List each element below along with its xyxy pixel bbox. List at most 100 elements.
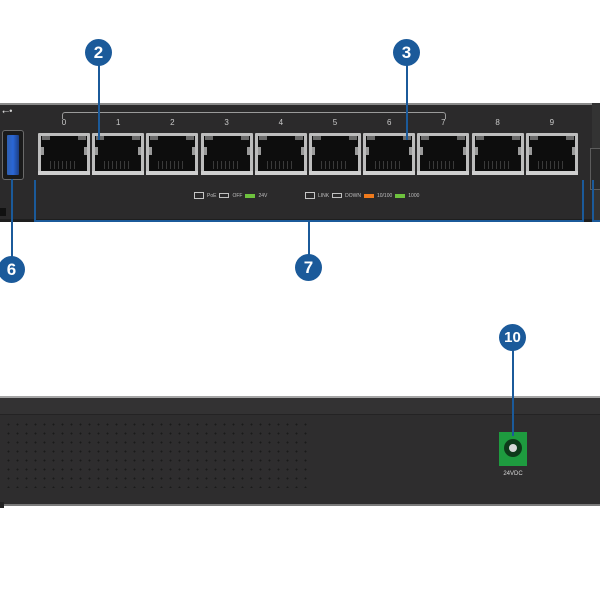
legend-swatch-off (219, 193, 230, 198)
port-latch-left (41, 147, 44, 155)
port-frame-bottom (200, 171, 253, 175)
callout-7-bracket-right (582, 180, 584, 222)
port-led-left (313, 136, 321, 140)
legend-swatch-down (332, 193, 343, 198)
dc-jack-pin (509, 444, 517, 452)
callout-7: 7 (295, 254, 322, 281)
port-frame-bottom (471, 171, 524, 175)
ethernet-port-8[interactable] (471, 133, 524, 175)
port-led-left (204, 136, 213, 140)
link-legend: LINK DOWN 10/100 1000 (305, 192, 419, 199)
port-led-left (96, 136, 105, 140)
port-latch-right (192, 147, 196, 155)
port-number-label: 8 (495, 118, 500, 127)
port-led-left (529, 136, 538, 140)
port-latch-right (300, 147, 304, 155)
port-frame-bottom (38, 171, 90, 175)
legend-label-1000: 1000 (408, 192, 420, 199)
port-frame-bottom (417, 171, 470, 175)
console-port[interactable] (590, 148, 600, 190)
port-latch-right (246, 147, 250, 155)
callout-2: 2 (85, 39, 112, 66)
port-latch-right (138, 147, 142, 155)
port-latch-right (84, 147, 87, 155)
port-led-left (421, 136, 430, 140)
dc-power-jack[interactable] (499, 432, 527, 466)
port-led-left (42, 136, 50, 140)
ethernet-port-6[interactable] (363, 133, 416, 175)
callout-3-leader (406, 62, 408, 140)
callout-10-leader (512, 350, 514, 436)
callout-7-leader (308, 220, 310, 256)
port-frame-bottom (146, 171, 199, 175)
port-pins (50, 161, 78, 169)
port-number-label: 5 (332, 118, 338, 127)
port-latch-left (420, 147, 424, 155)
legend-label-link: LINK (318, 192, 330, 199)
port-latch-left (528, 147, 532, 155)
port-led-left (475, 136, 484, 140)
port-led-right (565, 136, 574, 140)
poe-legend: PoE OFF 24V (194, 192, 267, 199)
ethernet-port-1[interactable] (92, 133, 145, 175)
port-frame-bottom (254, 171, 307, 175)
port-frame-bottom (92, 171, 145, 175)
callout-2-leader (98, 62, 100, 140)
callout-3: 3 (393, 39, 420, 66)
callout-6: 6 (0, 256, 25, 283)
poe-folder-icon (194, 192, 204, 199)
port-led-right (186, 136, 195, 140)
port-latch-right (355, 147, 358, 155)
port-led-right (240, 136, 249, 140)
callout-8-bracket-bottom (592, 220, 600, 222)
ethernet-port-5[interactable] (309, 133, 361, 175)
port-latch-right (517, 147, 521, 155)
port-latch-left (95, 147, 99, 155)
ventilation-holes (4, 420, 310, 488)
port-number-label: 4 (278, 118, 284, 127)
legend-label-down: DOWN (345, 192, 361, 199)
ethernet-port-2[interactable] (146, 133, 199, 175)
port-pins (429, 161, 458, 169)
port-latch-left (203, 147, 207, 155)
port-number-label: 0 (61, 118, 67, 127)
callout-10: 10 (499, 324, 526, 351)
callout-6-leader (11, 179, 13, 259)
callout-8-bracket-left (592, 180, 594, 222)
port-pins (104, 161, 133, 169)
port-latch-left (474, 147, 478, 155)
port-led-right (349, 136, 357, 140)
legend-label-10-100: 10/100 (376, 192, 393, 199)
port-led-right (132, 136, 141, 140)
port-number-label: 6 (386, 118, 392, 127)
port-led-left (258, 136, 267, 140)
port-latch-right (463, 147, 467, 155)
port-led-left (150, 136, 159, 140)
port-pins (375, 161, 404, 169)
port-led-right (78, 136, 86, 140)
port-latch-right (571, 147, 575, 155)
legend-label-off: OFF (232, 192, 243, 199)
ethernet-port-3[interactable] (200, 133, 253, 175)
ethernet-port-4[interactable] (254, 133, 307, 175)
back-panel-top-strip (0, 398, 600, 415)
ethernet-port-7[interactable] (417, 133, 470, 175)
port-frame-bottom (363, 171, 416, 175)
port-latch-left (312, 147, 315, 155)
port-pins (321, 161, 349, 169)
legend-label-poe: PoE (207, 192, 217, 199)
port-number-label: 7 (441, 118, 446, 127)
callout-7-bracket-left (34, 180, 36, 222)
dc-power-label: 24VDC (503, 471, 523, 477)
port-pins (266, 161, 295, 169)
port-pins (537, 161, 566, 169)
port-led-right (457, 136, 466, 140)
ethernet-port-9[interactable] (525, 133, 578, 175)
port-latch-left (257, 147, 261, 155)
ethernet-port-0[interactable] (38, 133, 90, 175)
legend-swatch-1000 (395, 193, 406, 198)
usb-port[interactable] (2, 130, 24, 180)
port-pins (483, 161, 512, 169)
poe-port-bracket (62, 112, 446, 119)
legend-swatch-10-100 (363, 193, 374, 198)
